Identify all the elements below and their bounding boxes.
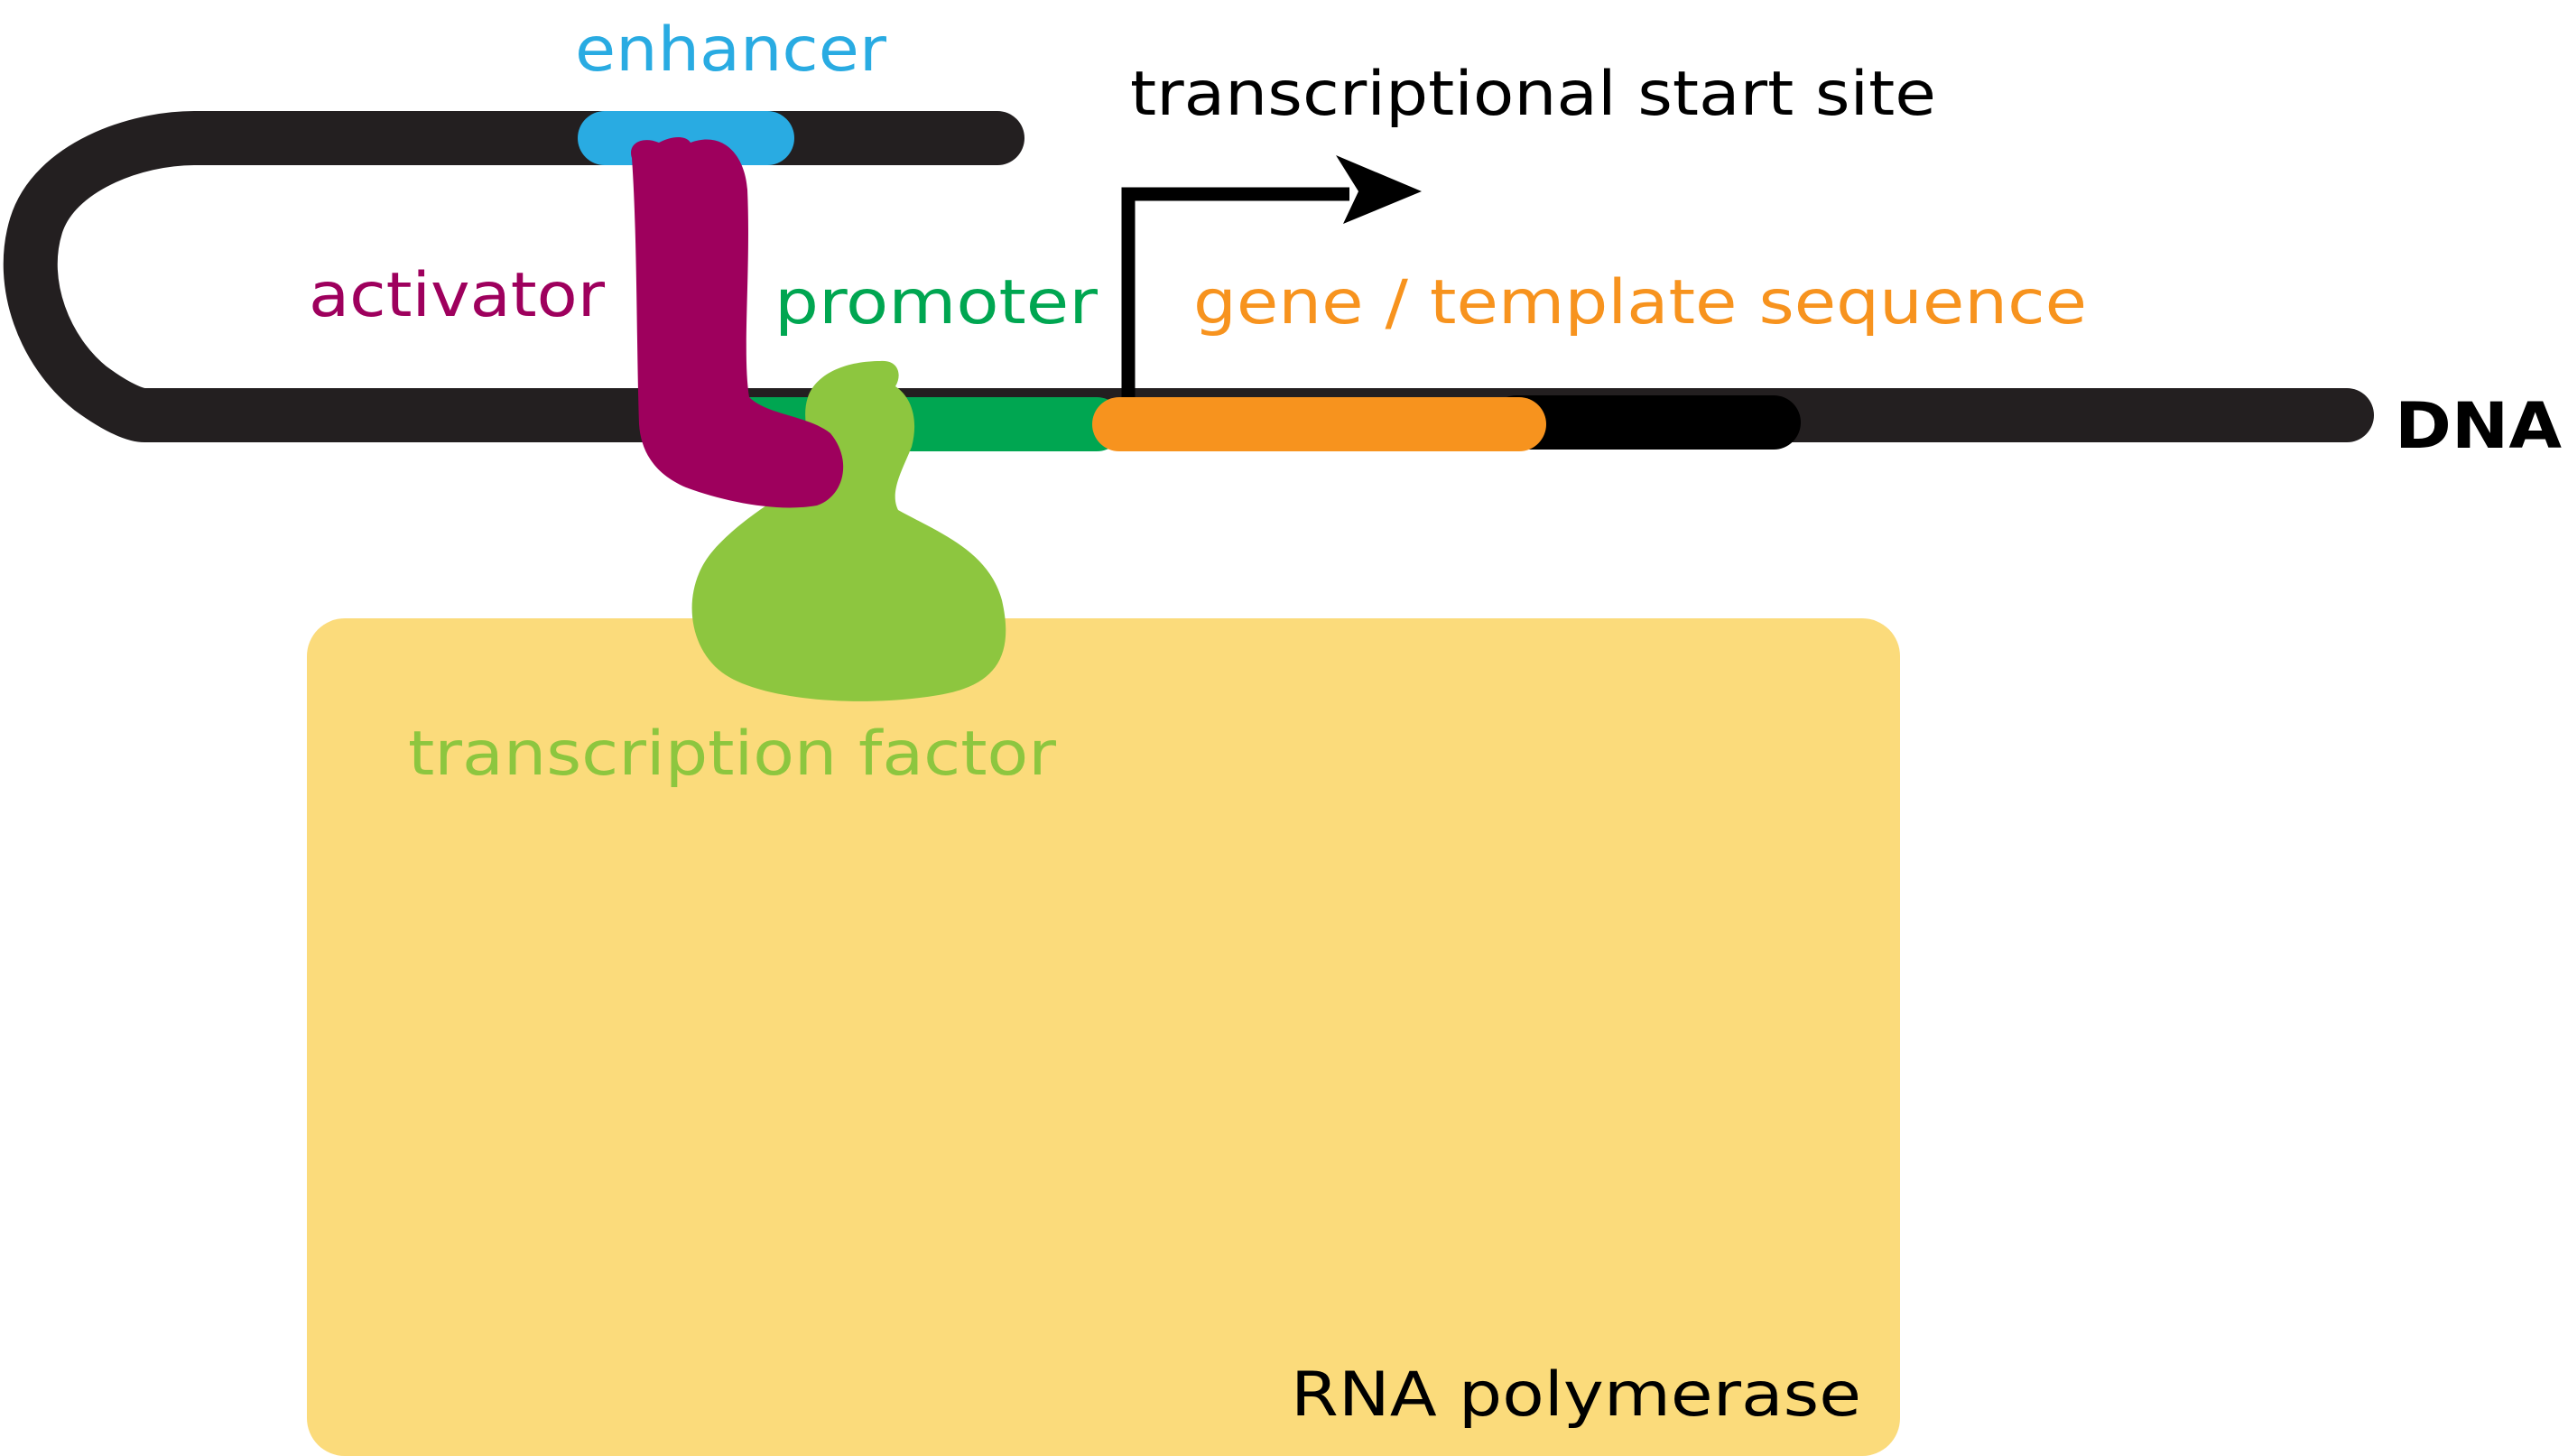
transcription-factor-label: transcription factor: [408, 719, 1056, 790]
activator-label: activator: [309, 260, 605, 331]
dna-strand: [3, 111, 2374, 442]
promoter-label: promoter: [774, 267, 1098, 338]
gene-template-sequence-label: gene / template sequence: [1193, 267, 2087, 338]
start-site-arrowhead: [1336, 155, 1422, 224]
start-site-arrow: [1121, 187, 1349, 397]
rna-polymerase-label: RNA polymerase: [1291, 1359, 1861, 1431]
enhancer-label: enhancer: [575, 14, 886, 86]
dna-label: DNA: [2395, 389, 2562, 463]
transcription-factor-shape: [691, 360, 1006, 701]
transcriptional-start-site-label: transcriptional start site: [1130, 59, 1936, 130]
rna-polymerase-block: [307, 618, 1900, 1456]
activator-shape: [631, 137, 844, 508]
